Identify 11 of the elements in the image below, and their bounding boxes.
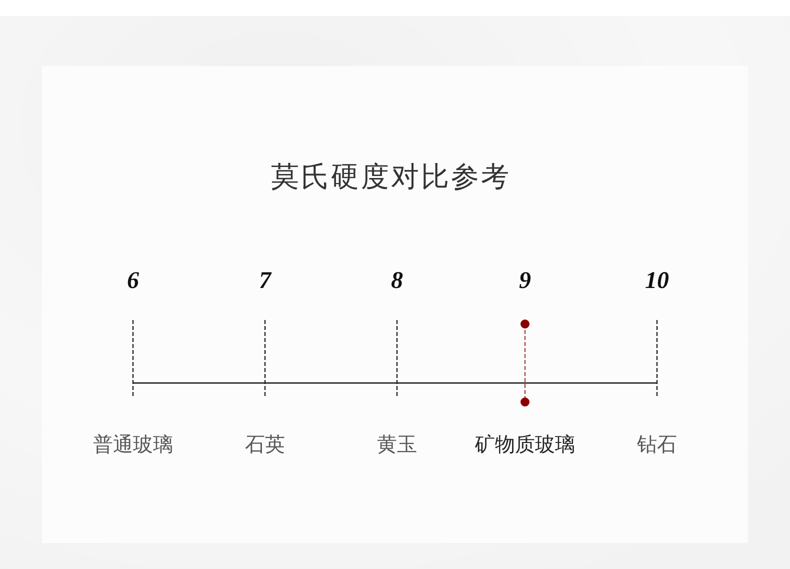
mineral-label: 普通玻璃 — [93, 432, 173, 456]
hardness-value: 8 — [391, 269, 403, 293]
hardness-value: 10 — [645, 269, 669, 293]
hardness-value: 7 — [259, 269, 271, 293]
hardness-value: 9 — [519, 269, 531, 293]
diagram-title: 莫氏硬度对比参考 — [271, 160, 511, 194]
mineral-label: 矿物质玻璃 — [475, 432, 575, 456]
hardness-value: 6 — [127, 269, 139, 293]
mineral-label: 钻石 — [637, 432, 677, 456]
mineral-label: 石英 — [245, 432, 285, 456]
mineral-label: 黄玉 — [377, 432, 417, 456]
